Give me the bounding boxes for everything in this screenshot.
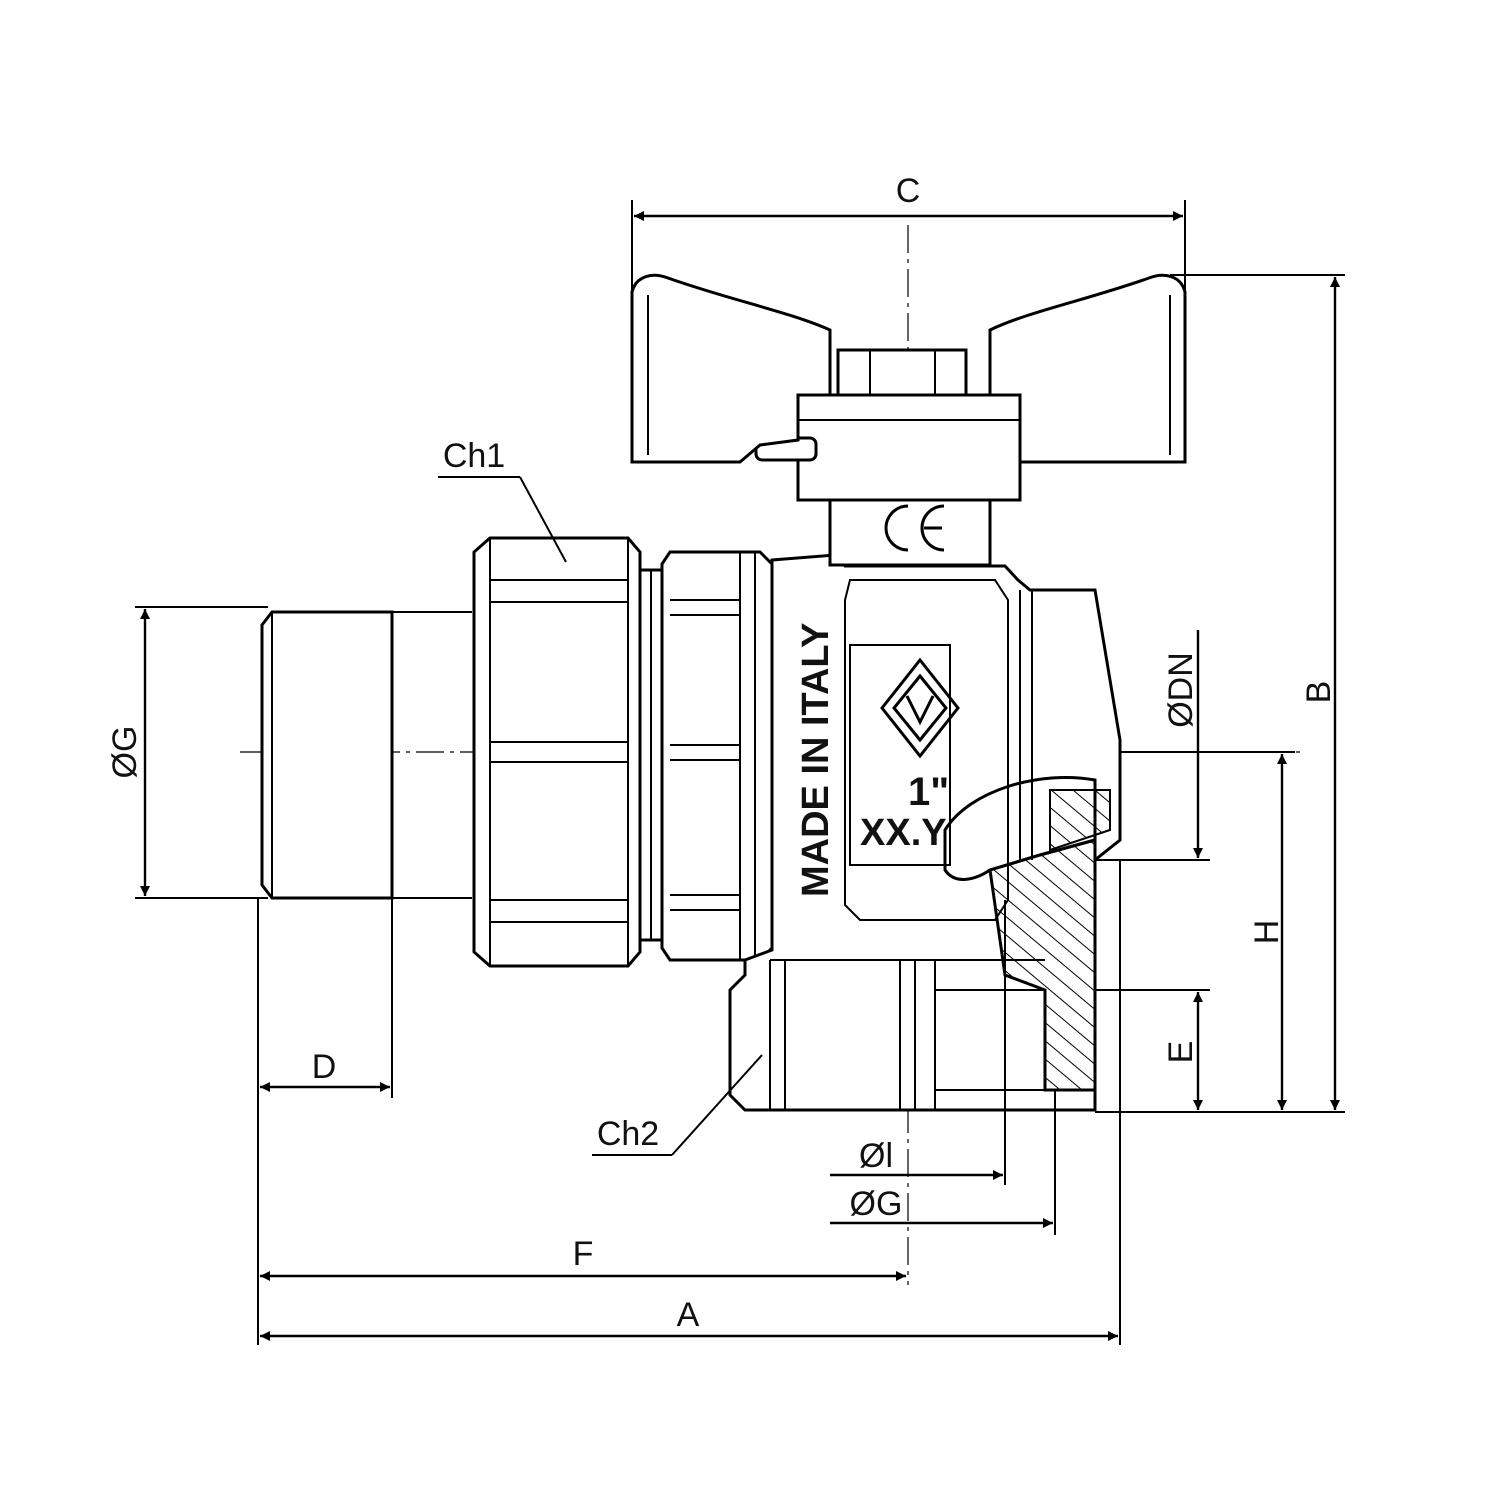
label-d: D xyxy=(312,1048,337,1086)
butterfly-handle xyxy=(630,273,1187,464)
label-i: Øl xyxy=(859,1137,893,1175)
label-g-bottom: ØG xyxy=(850,1185,903,1223)
male-tail xyxy=(260,610,472,900)
union-nut xyxy=(472,536,642,968)
made-in-marking: MADE IN ITALY xyxy=(795,623,837,897)
gasket-ring xyxy=(638,568,664,942)
label-dn: ØDN xyxy=(1162,652,1200,728)
dimension-lines xyxy=(140,211,1340,1341)
label-g-left: ØG xyxy=(106,726,144,779)
code-marking: XX.Y xyxy=(860,812,947,854)
body-hex xyxy=(660,550,774,962)
label-c: C xyxy=(896,172,921,210)
ce-mark xyxy=(884,504,945,552)
label-ch1: Ch1 xyxy=(443,437,505,475)
label-f: F xyxy=(573,1235,594,1273)
extension-lines xyxy=(135,200,1345,1345)
label-ch2: Ch2 xyxy=(597,1115,659,1153)
leaders xyxy=(438,476,763,1156)
label-e: E xyxy=(1162,1041,1200,1064)
section-cutaway xyxy=(943,776,1111,1092)
label-h: H xyxy=(1248,920,1286,945)
label-a: A xyxy=(677,1296,700,1334)
stem xyxy=(754,348,1022,567)
label-b: B xyxy=(1300,681,1338,704)
brand-logo xyxy=(880,657,960,759)
size-marking: 1" xyxy=(908,770,949,814)
